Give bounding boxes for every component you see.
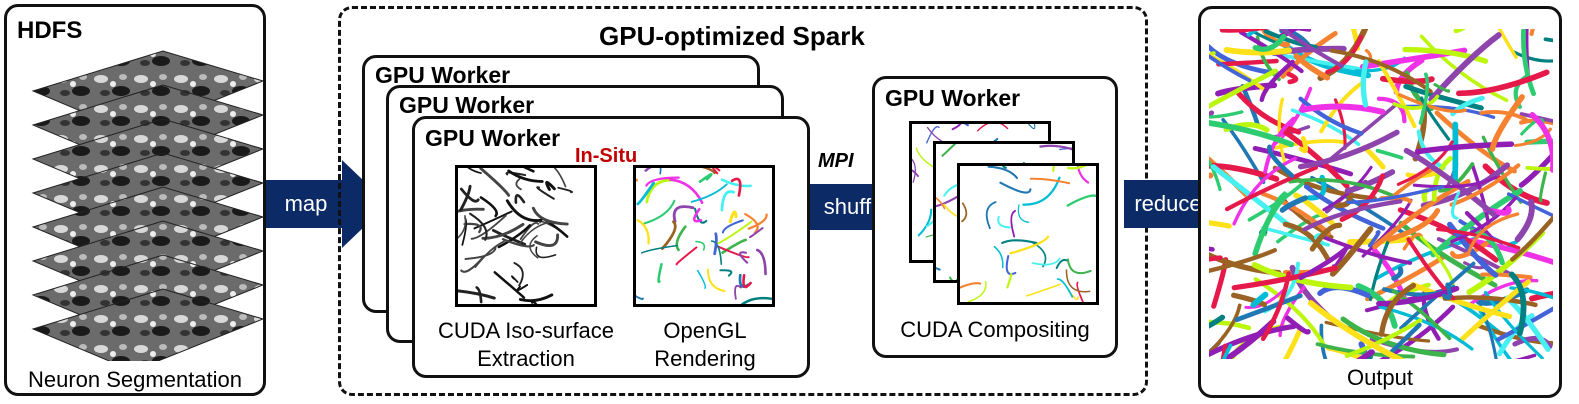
gpu-worker-back-title: GPU Worker <box>375 62 511 88</box>
gpu-worker-front-title: GPU Worker <box>425 125 561 151</box>
compositing-worker-title: GPU Worker <box>885 85 1021 111</box>
reduce-label: reduce <box>1134 191 1202 216</box>
mpi-label: MPI <box>818 150 854 172</box>
output-caption: Output <box>1346 365 1414 390</box>
partial-image-3 <box>957 163 1099 305</box>
map-label: map <box>284 191 328 216</box>
output-rendering <box>1209 29 1553 359</box>
in-situ-label: In-Situ <box>575 145 638 167</box>
gpu-worker-middle-title: GPU Worker <box>399 92 535 118</box>
gpu-worker-front: GPU Worker In-Situ CUDA Iso-surface Extr… <box>412 116 810 378</box>
compositing-worker: GPU Worker CUDA Compositing <box>872 76 1118 358</box>
neuron-segmentation-stack <box>31 50 265 361</box>
spark-title: GPU-optimized Spark <box>599 21 865 51</box>
compositing-caption: CUDA Compositing <box>900 317 1090 342</box>
hdfs-caption: Neuron Segmentation <box>27 367 243 392</box>
hdfs-panel: HDFS Neuron Segmentation <box>4 4 266 396</box>
opengl-render-image <box>633 165 775 307</box>
opengl-caption: OpenGL Rendering <box>654 318 756 371</box>
iso-surface-image <box>455 165 597 307</box>
cuda-iso-caption: CUDA Iso-surface Extraction <box>437 318 615 371</box>
output-panel: Output <box>1198 6 1562 398</box>
map-arrow: map <box>266 160 388 248</box>
hdfs-title: HDFS <box>17 17 83 44</box>
